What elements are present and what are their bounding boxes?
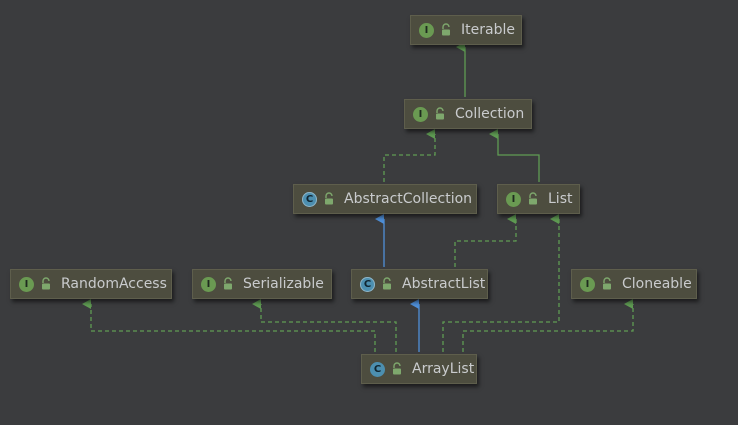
unlock-icon <box>436 107 444 120</box>
node-label: Cloneable <box>622 276 692 292</box>
unlock-icon <box>224 277 232 290</box>
interface-badge-icon: I <box>580 276 595 292</box>
interface-badge-icon: I <box>19 276 34 292</box>
node-abstract-collection[interactable]: C AbstractCollection <box>293 184 477 214</box>
edge-abstractcollection-collection <box>383 129 436 182</box>
node-random-access[interactable]: I RandomAccess <box>10 269 172 299</box>
node-label: List <box>548 191 573 207</box>
node-collection[interactable]: I Collection <box>404 99 532 129</box>
node-label: AbstractCollection <box>344 191 473 207</box>
node-array-list[interactable]: C ArrayList <box>361 354 477 384</box>
interface-badge-icon: I <box>506 191 521 207</box>
unlock-icon <box>603 277 611 290</box>
node-label: RandomAccess <box>61 276 167 292</box>
node-iterable[interactable]: I Iterable <box>410 15 522 45</box>
abstract-class-badge-icon: C <box>302 191 317 207</box>
edge-arraylist-cloneable <box>462 299 634 352</box>
node-abstract-list[interactable]: C AbstractList <box>351 269 488 299</box>
abstract-class-badge-icon: C <box>360 276 375 292</box>
edge-arraylist-list <box>442 214 560 352</box>
edge-abstractlist-list <box>454 214 517 267</box>
unlock-icon <box>42 277 50 290</box>
unlock-icon <box>529 192 537 205</box>
node-label: Collection <box>455 106 525 122</box>
unlock-icon <box>325 192 333 205</box>
node-label: Serializable <box>243 276 324 292</box>
node-label: AbstractList <box>402 276 486 292</box>
edge-list-collection <box>489 129 540 182</box>
node-cloneable[interactable]: I Cloneable <box>571 269 697 299</box>
class-badge-icon: C <box>370 361 385 377</box>
interface-badge-icon: I <box>419 22 434 38</box>
unlock-icon <box>383 277 391 290</box>
edge-arraylist-randomaccess <box>82 299 376 352</box>
unlock-icon <box>442 23 450 36</box>
node-serializable[interactable]: I Serializable <box>192 269 332 299</box>
unlock-icon <box>393 362 401 375</box>
edge-arraylist-serializable <box>252 299 397 352</box>
interface-badge-icon: I <box>201 276 216 292</box>
interface-badge-icon: I <box>413 106 428 122</box>
node-label: Iterable <box>461 22 515 38</box>
node-label: ArrayList <box>412 361 475 377</box>
node-list[interactable]: I List <box>497 184 580 214</box>
